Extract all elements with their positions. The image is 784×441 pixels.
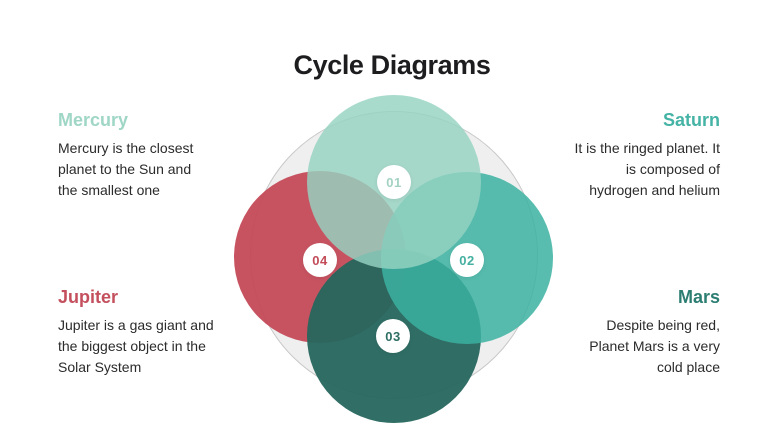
- section-mars-body: Despite being red, Planet Mars is a very…: [542, 315, 720, 378]
- badge-04: 04: [303, 243, 337, 277]
- body-line: is composed of: [625, 161, 720, 177]
- section-jupiter-body: Jupiter is a gas giant and the biggest o…: [58, 315, 236, 378]
- body-line: Solar System: [58, 359, 142, 375]
- section-mercury-body: Mercury is the closest planet to the Sun…: [58, 138, 236, 201]
- section-jupiter: Jupiter Jupiter is a gas giant and the b…: [58, 287, 236, 378]
- section-mercury: Mercury Mercury is the closest planet to…: [58, 110, 236, 201]
- badge-01: 01: [377, 165, 411, 199]
- badge-02: 02: [450, 243, 484, 277]
- body-line: It is the ringed planet. It: [574, 140, 720, 156]
- badge-03: 03: [376, 319, 410, 353]
- section-mars-title: Mars: [677, 287, 720, 307]
- body-line: Jupiter is a gas giant and: [58, 317, 214, 333]
- body-line: Despite being red,: [606, 317, 720, 333]
- body-line: hydrogen and helium: [589, 182, 720, 198]
- body-line: the smallest one: [58, 182, 160, 198]
- section-saturn: Saturn It is the ringed planet. It is co…: [542, 110, 720, 201]
- badge-03-label: 03: [385, 328, 401, 344]
- body-line: cold place: [656, 359, 720, 375]
- section-jupiter-title: Jupiter: [58, 287, 119, 307]
- section-saturn-body: It is the ringed planet. It is composed …: [542, 138, 720, 201]
- badge-01-label: 01: [386, 174, 402, 190]
- section-mars: Mars Despite being red, Planet Mars is a…: [542, 287, 720, 378]
- body-line: planet to the Sun and: [58, 161, 192, 177]
- page-title: Cycle Diagrams: [293, 50, 491, 81]
- body-line: the biggest object in the: [58, 338, 206, 354]
- body-line: Planet Mars is a very: [589, 338, 720, 354]
- section-saturn-title: Saturn: [662, 110, 720, 130]
- badge-02-label: 02: [459, 252, 475, 268]
- section-mercury-title: Mercury: [58, 110, 129, 130]
- body-line: Mercury is the closest: [58, 140, 194, 156]
- badge-04-label: 04: [312, 252, 328, 268]
